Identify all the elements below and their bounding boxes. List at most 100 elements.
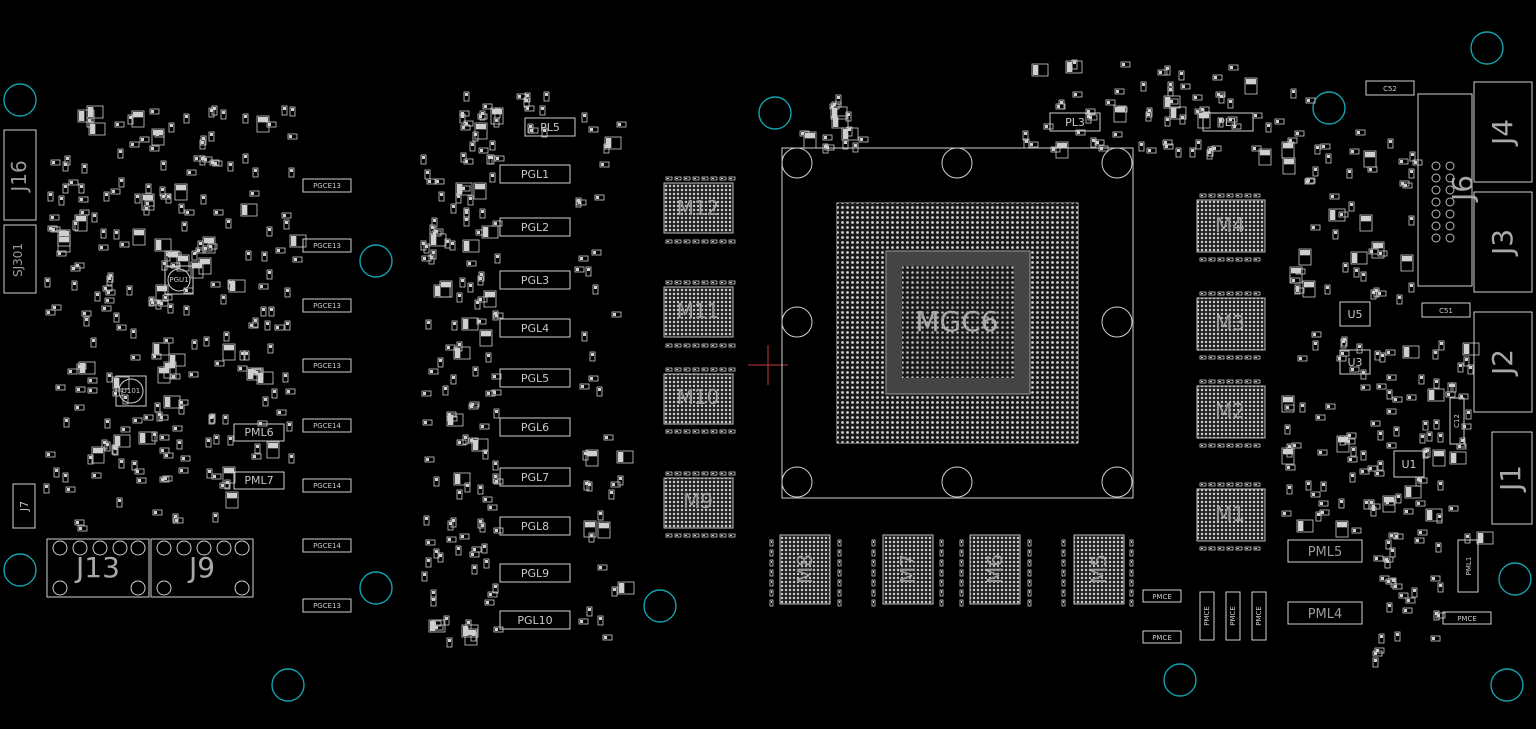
smd-pad	[599, 523, 609, 529]
smd-footprint	[1400, 254, 1414, 272]
smd-pad	[78, 365, 81, 368]
smd-footprint	[728, 176, 736, 181]
smd-footprint	[1061, 599, 1066, 607]
smd-footprint	[424, 456, 435, 463]
smd-footprint	[728, 343, 736, 348]
smd-footprint	[420, 154, 427, 165]
smd-pad	[435, 230, 438, 233]
smd-footprint	[264, 320, 271, 331]
smd-pad	[165, 339, 168, 342]
smd-pad	[495, 480, 498, 483]
smd-footprint	[728, 429, 736, 434]
smd-pad	[89, 456, 92, 459]
smd-footprint	[581, 331, 588, 342]
smd-pad	[543, 129, 546, 132]
smd-footprint	[1347, 456, 1358, 463]
smd-pad	[1419, 531, 1422, 534]
smd-pad	[530, 129, 533, 132]
smd-footprint	[1310, 224, 1321, 231]
smd-footprint	[276, 409, 287, 416]
smd-footprint	[463, 120, 474, 127]
smd-footprint	[611, 311, 622, 318]
smd-footprint	[289, 106, 296, 117]
smd-pad	[1307, 179, 1310, 182]
smd-footprint	[1349, 472, 1356, 483]
smd-footprint	[710, 367, 718, 372]
smd-footprint	[1098, 145, 1109, 152]
smd-pad	[1287, 466, 1290, 469]
smd-pad	[694, 345, 696, 346]
cursor-crosshair	[748, 345, 788, 385]
smd-pad	[1255, 381, 1257, 382]
smd-pad	[1237, 195, 1239, 196]
smd-footprint	[113, 229, 120, 240]
smd-pad	[1388, 604, 1391, 607]
smd-pad	[284, 374, 287, 377]
smd-pad	[580, 257, 583, 260]
smd-pad	[112, 190, 115, 193]
smd-pad	[93, 214, 96, 217]
smd-footprint	[459, 110, 470, 117]
smd-footprint	[674, 471, 682, 476]
smd-pad	[518, 95, 521, 98]
smd-footprint	[287, 133, 298, 140]
smd-pad	[1316, 146, 1319, 149]
smd-footprint	[428, 368, 439, 375]
smd-footprint	[190, 261, 204, 279]
smd-footprint	[459, 533, 470, 540]
smd-pad	[529, 125, 532, 128]
smd-pad	[1166, 118, 1169, 121]
smd-footprint	[51, 304, 62, 311]
smd-footprint	[131, 460, 138, 471]
smd-footprint	[1314, 144, 1321, 155]
smd-footprint	[837, 549, 842, 557]
smd-footprint	[104, 418, 111, 429]
smd-pad	[1292, 279, 1295, 282]
smd-footprint	[1325, 153, 1332, 164]
smd-footprint	[447, 520, 454, 531]
smd-footprint	[134, 193, 141, 204]
smd-footprint	[1287, 137, 1298, 144]
smd-footprint	[74, 519, 85, 526]
smd-pad	[1228, 548, 1230, 549]
smd-pad	[1116, 90, 1119, 93]
smd-pad	[1452, 384, 1455, 387]
ics: U5 U3 U1 U101 PGU1	[115, 265, 1425, 478]
smd-footprint	[1113, 105, 1127, 123]
smd-pad	[1362, 386, 1365, 389]
smd-pad	[1469, 366, 1472, 369]
gpu-package: MGC6	[781, 147, 1134, 499]
smd-pad	[201, 141, 204, 144]
smd-pad	[824, 145, 827, 148]
smd-footprint	[478, 147, 489, 154]
smd-pad	[1237, 445, 1239, 446]
smd-footprint	[191, 339, 198, 350]
smd-footprint	[1208, 193, 1216, 198]
smd-pad	[167, 195, 170, 198]
smd-pad	[1372, 508, 1375, 511]
smd-footprint	[1228, 64, 1239, 71]
smd-pad	[160, 302, 163, 305]
smd-pad	[839, 601, 840, 603]
smd-footprint	[1395, 493, 1402, 504]
smd-pad	[587, 451, 597, 457]
smd-pad	[721, 473, 723, 474]
smd-pad	[1107, 101, 1110, 104]
smd-footprint	[481, 543, 488, 554]
smd-pad	[1362, 371, 1365, 374]
smd-footprint	[1055, 141, 1069, 159]
smd-footprint	[1199, 257, 1207, 262]
smd-footprint	[213, 209, 224, 216]
smd-pad	[667, 241, 669, 242]
smd-pad	[1410, 284, 1413, 287]
smd-footprint	[1285, 464, 1296, 471]
smd-footprint	[1392, 583, 1403, 590]
smd-pad	[1376, 352, 1379, 355]
smd-pad	[712, 431, 714, 432]
svg-text:PMCE: PMCE	[1229, 606, 1237, 626]
smd-footprint	[1385, 349, 1396, 356]
smd-footprint	[665, 239, 673, 244]
smd-footprint	[103, 191, 110, 202]
smd-footprint	[209, 159, 220, 166]
mounting-hole	[271, 668, 305, 702]
